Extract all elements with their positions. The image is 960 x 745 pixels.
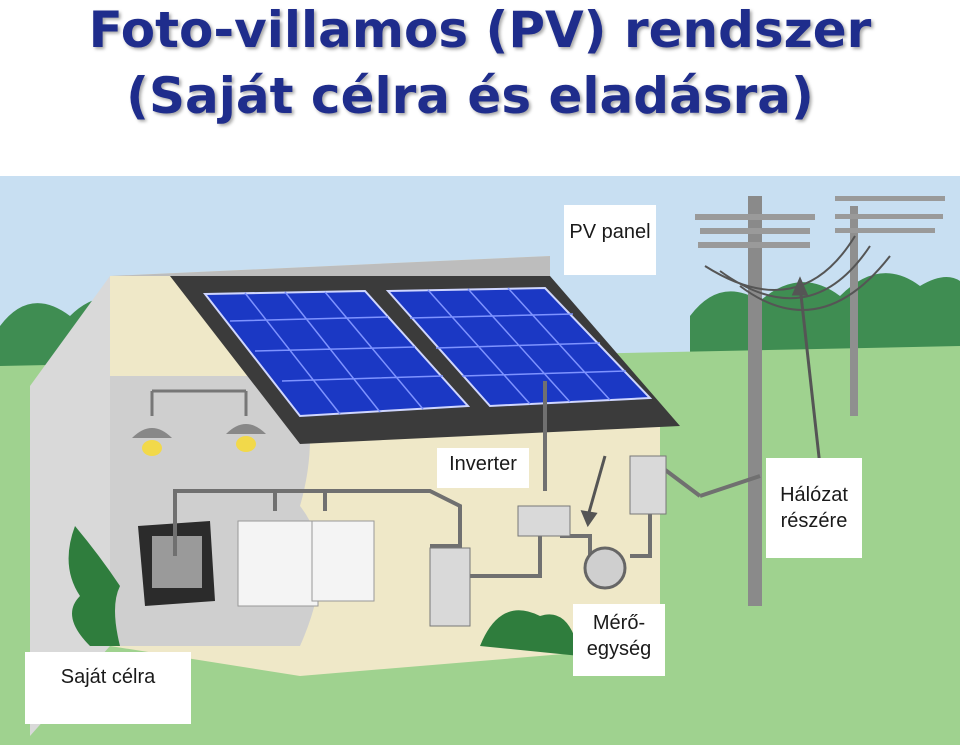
washer [237, 520, 319, 607]
grid-disconnect [629, 455, 667, 515]
inverter-box [517, 505, 571, 537]
label-meter-line-2: egység [586, 638, 652, 660]
dryer [311, 520, 375, 602]
title-line-1: Foto-villamos (PV) rendszer [88, 1, 872, 59]
utility-poles [695, 196, 945, 606]
callout-arrows [580, 276, 822, 528]
appliances [138, 520, 375, 607]
breaker-panel [429, 547, 471, 627]
label-grid: Hálózat részére [766, 458, 862, 558]
pole-far [850, 206, 858, 416]
meter [583, 546, 627, 590]
label-pv-panel: PV panel [564, 205, 656, 275]
label-grid-line-2: részére [780, 510, 848, 532]
lamp-right [226, 424, 266, 434]
label-grid-line-1: Hálózat [780, 484, 848, 506]
title-line-2: (Saját célra és eladásra) [126, 67, 814, 125]
label-own-use: Saját célra [25, 652, 191, 724]
label-meter: Mérő- egység [573, 604, 665, 676]
pv-house-illustration [0, 176, 960, 745]
shrub-front [480, 610, 580, 656]
lamp-left [132, 428, 172, 438]
ceiling-lamps [132, 389, 266, 456]
house [30, 256, 761, 736]
label-meter-line-1: Mérő- [592, 612, 646, 634]
shrub-left [68, 526, 120, 646]
label-inverter: Inverter [437, 448, 529, 488]
pole-near [748, 196, 762, 606]
solar-panels [202, 286, 653, 418]
